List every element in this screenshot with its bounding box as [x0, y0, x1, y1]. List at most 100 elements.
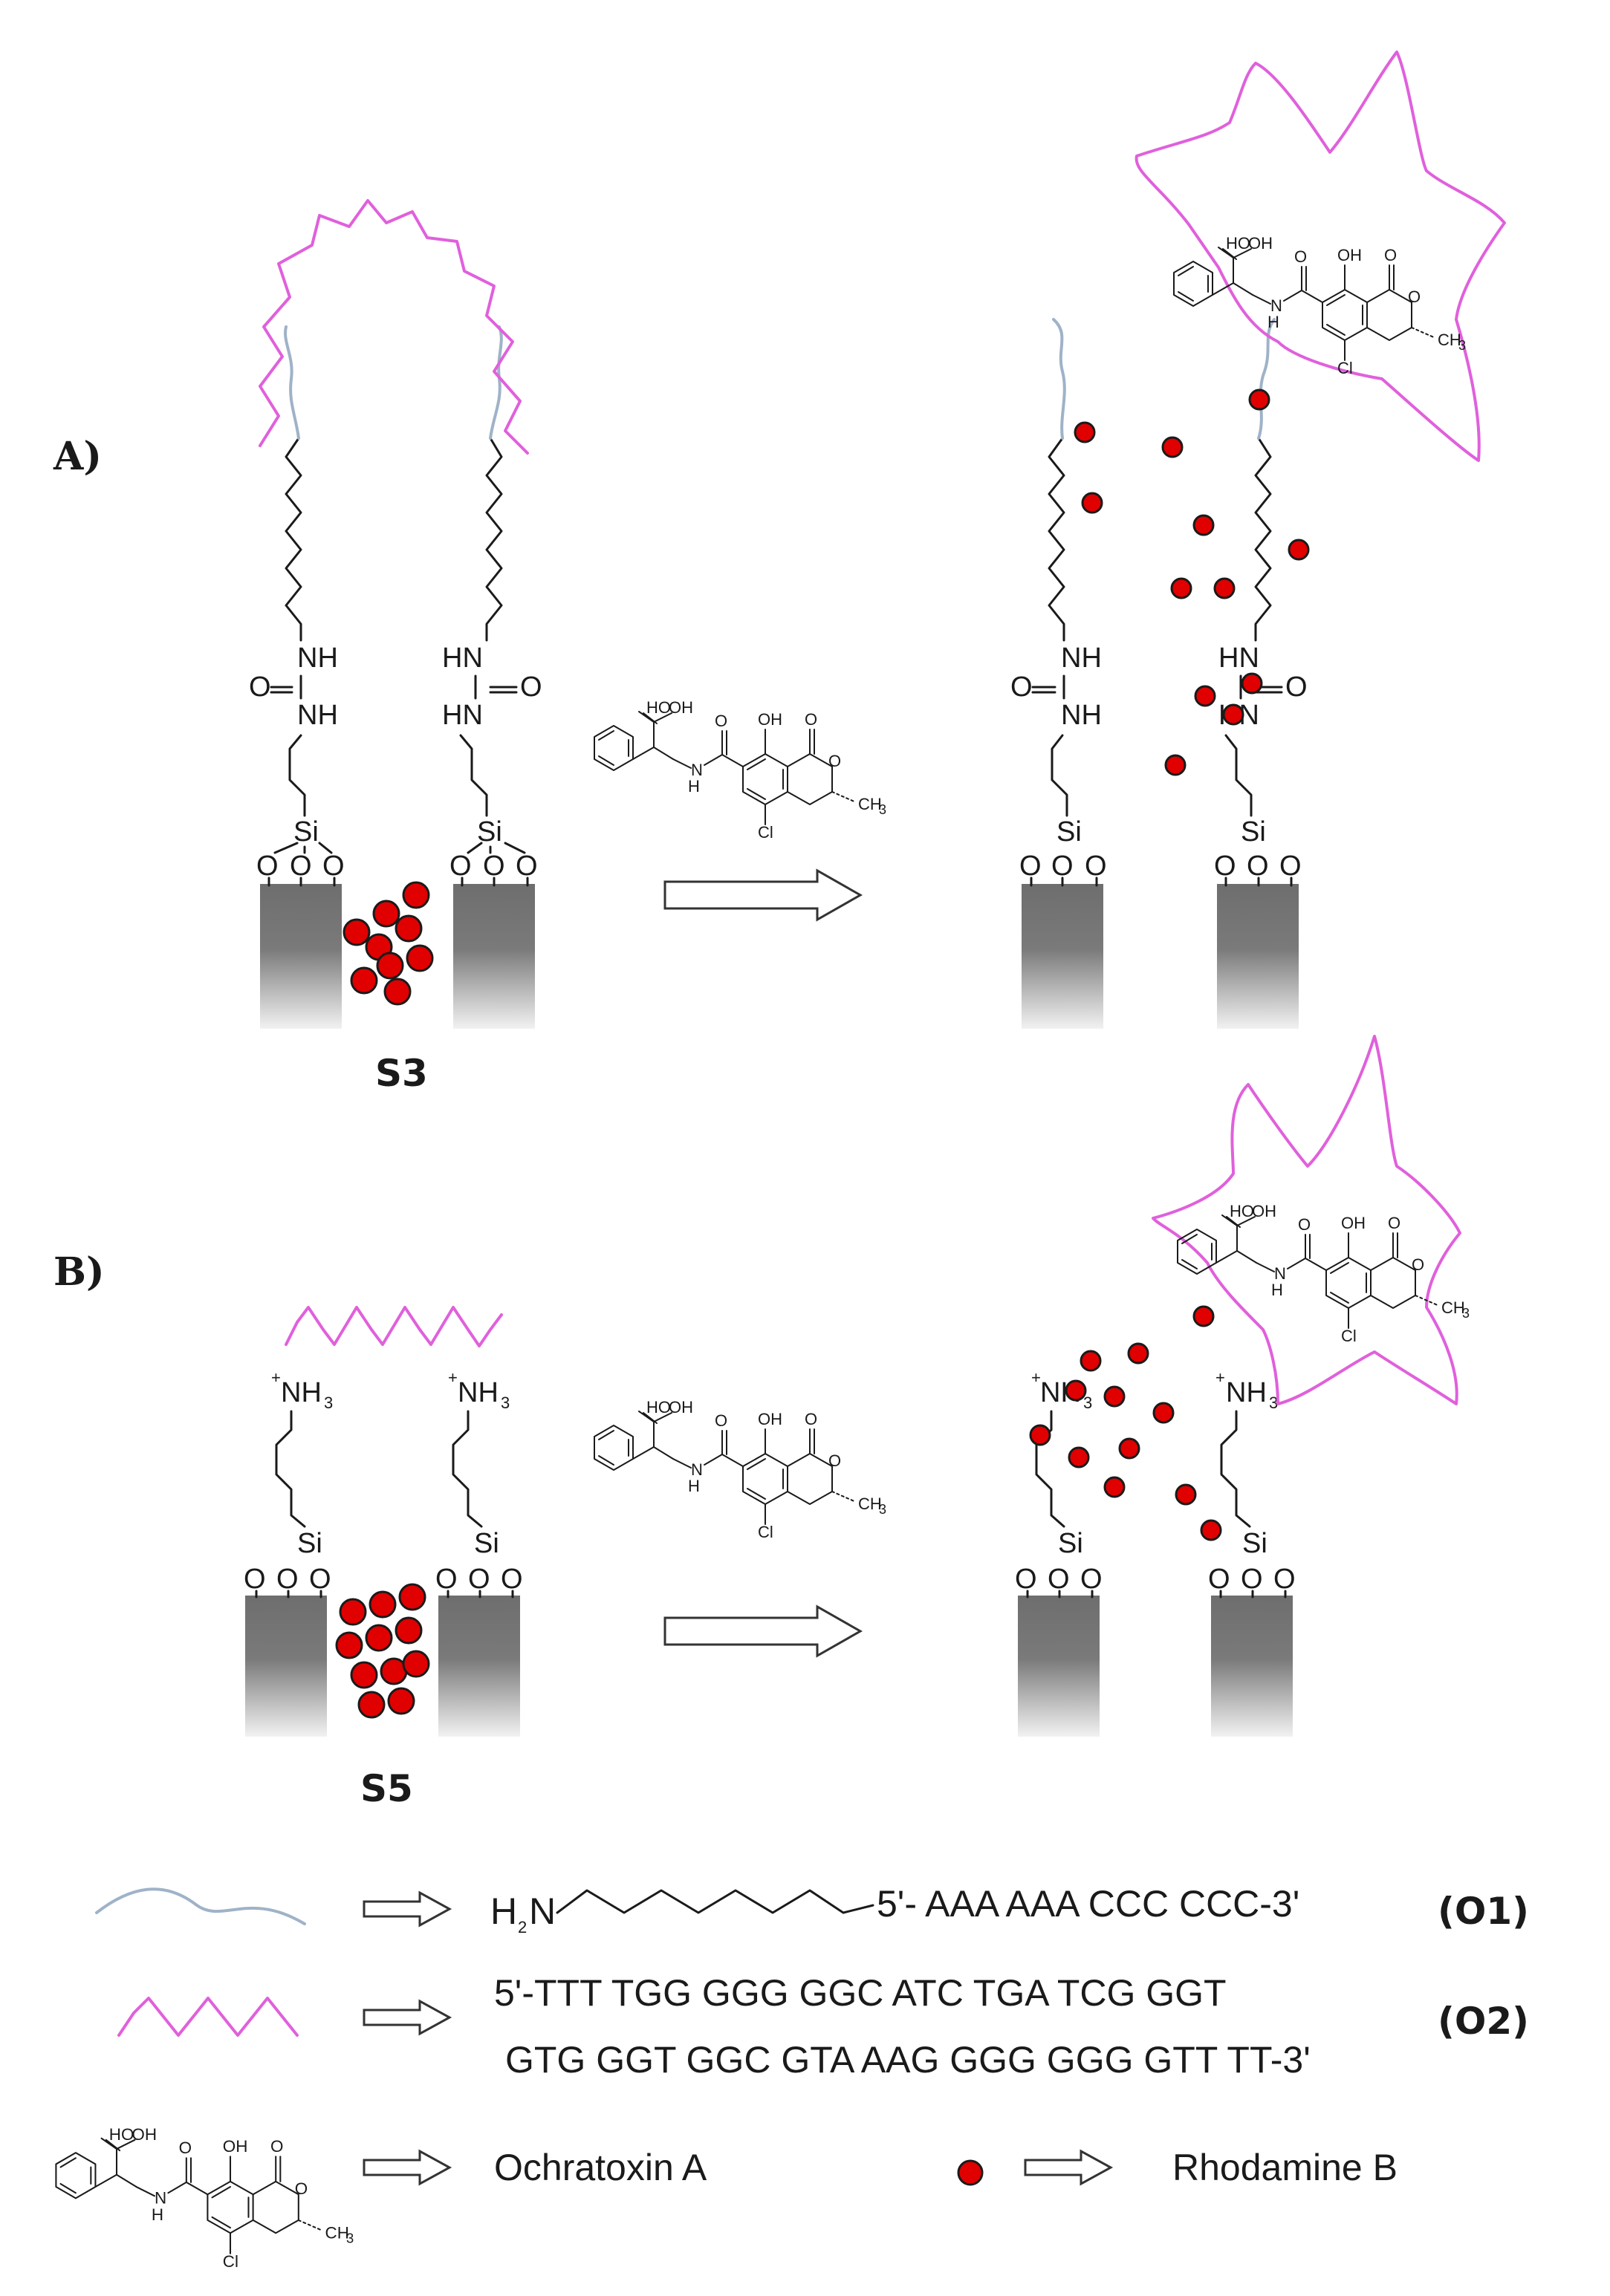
svg-text:N: N	[529, 1890, 556, 1932]
svg-text:O: O	[828, 752, 841, 770]
panel-a-right-linker: O O O Si HN O HN	[442, 437, 542, 887]
panel-a-o1-strands	[284, 325, 503, 440]
svg-text:3: 3	[1458, 338, 1466, 353]
panel-b-silica-support-right	[438, 1596, 520, 1737]
legend-o2-arrow	[363, 1999, 452, 2036]
svg-text:O: O	[1048, 1564, 1070, 1595]
svg-text:H: H	[688, 1477, 700, 1495]
svg-text:3: 3	[324, 1393, 333, 1412]
legend-rhodamine-label: Rhodamine B	[1172, 2147, 1398, 2188]
svg-text:CH: CH	[1438, 331, 1461, 349]
svg-text:NH: NH	[1061, 700, 1102, 731]
svg-text:N: N	[691, 1460, 703, 1479]
svg-text:O: O	[322, 851, 345, 882]
svg-text:N: N	[691, 761, 703, 779]
svg-text:3: 3	[346, 2231, 354, 2246]
svg-text:O: O	[1388, 1214, 1400, 1232]
svg-text:O: O	[1019, 851, 1042, 882]
legend-o2-symbol	[117, 1997, 299, 2037]
legend-ochratoxin-symbol: HO OH N H O OH O O Cl CH 3	[55, 2125, 354, 2271]
panel-a-silica-support-left	[260, 884, 342, 1029]
svg-text:+: +	[1031, 1368, 1041, 1387]
svg-text:O: O	[276, 1564, 299, 1595]
legend-o1-sequence: 5'- AAA AAA CCC CCC-3'	[877, 1883, 1299, 1925]
panel-b-released-rhodamine	[1029, 1305, 1222, 1541]
svg-text:O: O	[1273, 1564, 1296, 1595]
panel-a-open-support-left	[1022, 884, 1103, 1029]
svg-text:3: 3	[501, 1393, 510, 1412]
legend-ochratoxin-label: Ochratoxin A	[494, 2147, 707, 2188]
svg-text:OH: OH	[1252, 1202, 1276, 1220]
svg-text:3: 3	[879, 1502, 886, 1517]
panel-b-sample-label: S5	[360, 1767, 413, 1810]
legend-o1-arrow	[363, 1890, 452, 1928]
svg-text:O: O	[1241, 1564, 1263, 1595]
svg-text:CH: CH	[858, 795, 882, 813]
svg-text:Si: Si	[1058, 1528, 1083, 1559]
legend-o1-code: (O1)	[1438, 1890, 1529, 1933]
svg-text:OH: OH	[669, 1398, 693, 1417]
svg-text:Cl: Cl	[1341, 1327, 1357, 1345]
panel-b-right-ammonium-linker: + NH 3 Si O O O	[435, 1368, 523, 1599]
svg-text:O: O	[1051, 851, 1074, 882]
svg-text:OH: OH	[132, 2125, 157, 2144]
svg-text:HN: HN	[1218, 643, 1259, 674]
svg-text:3: 3	[1462, 1306, 1470, 1321]
panel-b-aptamer-cap	[285, 1306, 503, 1347]
panel-a-left-linker: O O O Si NH O NH	[249, 437, 345, 887]
svg-text:O: O	[449, 851, 472, 882]
svg-text:O: O	[1294, 247, 1307, 266]
panel-a-label: A)	[53, 434, 102, 479]
svg-text:Si: Si	[1056, 816, 1082, 848]
panel-b-left-ammonium-linker: + NH 3 Si O O O	[244, 1368, 333, 1599]
svg-text:HO: HO	[1226, 234, 1250, 253]
svg-text:O: O	[1285, 671, 1308, 703]
svg-text:Cl: Cl	[1337, 359, 1353, 377]
svg-text:H: H	[490, 1890, 517, 1932]
svg-text:3: 3	[1083, 1393, 1092, 1412]
svg-text:HN: HN	[442, 643, 483, 674]
panel-a-aptamer-ota-complex	[1135, 51, 1506, 462]
panel-b-open-left-linker: + NH 3 Si O O O	[1015, 1368, 1103, 1599]
panel-a-reaction-arrow	[663, 868, 863, 922]
svg-text:O: O	[1085, 851, 1107, 882]
panel-b-reaction-arrow	[663, 1604, 863, 1658]
panel-b-rhodamine-cargo	[335, 1583, 430, 1719]
svg-text:3: 3	[879, 802, 886, 817]
svg-text:HO: HO	[109, 2125, 134, 2144]
panel-b-open-support-right	[1211, 1596, 1293, 1737]
svg-text:O: O	[1080, 1564, 1103, 1595]
panel-b-ochratoxin-trigger: HO OH N H O OH O O Cl CH 3	[594, 1398, 886, 1541]
svg-text:O: O	[805, 1410, 817, 1428]
svg-text:H: H	[152, 2205, 163, 2224]
svg-text:OH: OH	[1337, 246, 1362, 264]
svg-text:Si: Si	[474, 1528, 499, 1559]
panel-b-bound-ochratoxin: HO OH N H O OH O O Cl CH 3	[1177, 1202, 1470, 1345]
svg-text:O: O	[270, 2137, 283, 2156]
svg-text:OH: OH	[669, 698, 693, 717]
svg-text:H: H	[1271, 1281, 1283, 1299]
svg-text:3: 3	[1269, 1393, 1278, 1412]
svg-text:NH: NH	[1226, 1377, 1267, 1408]
legend-o2-code: (O2)	[1438, 2000, 1529, 2043]
svg-text:O: O	[715, 1411, 727, 1430]
svg-text:NH: NH	[458, 1377, 499, 1408]
svg-text:O: O	[1208, 1564, 1230, 1595]
svg-text:CH: CH	[325, 2223, 349, 2242]
svg-text:N: N	[155, 2188, 166, 2207]
panel-a-silica-support-right	[453, 884, 535, 1029]
svg-text:O: O	[1298, 1215, 1311, 1234]
panel-a-sample-label: S3	[375, 1052, 428, 1095]
svg-text:OH: OH	[1341, 1214, 1366, 1232]
svg-text:HO: HO	[1230, 1202, 1254, 1220]
panel-a-bound-ochratoxin: HO OH N H O OH O O Cl CH 3	[1173, 234, 1466, 377]
panel-a-open-support-right	[1217, 884, 1299, 1029]
svg-text:HO: HO	[646, 698, 671, 717]
svg-text:O: O	[435, 1564, 458, 1595]
svg-text:+: +	[448, 1368, 458, 1387]
svg-text:Cl: Cl	[758, 823, 773, 842]
svg-text:O: O	[1279, 851, 1302, 882]
legend-rhodamine-arrow	[1024, 2149, 1114, 2186]
svg-text:N: N	[1274, 1264, 1286, 1283]
svg-text:O: O	[715, 712, 727, 730]
